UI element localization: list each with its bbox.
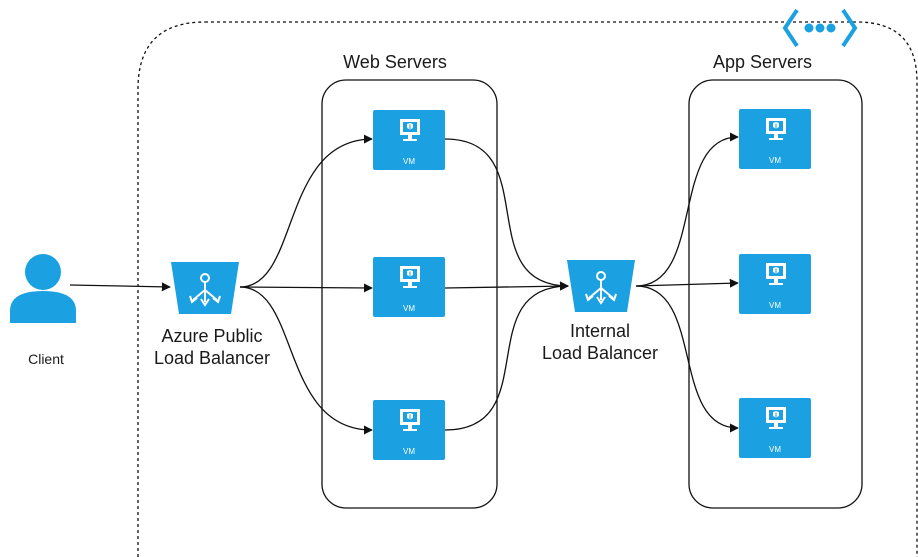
connector-web-vm-1-to-internal-lb (444, 138, 569, 291)
internal-lb-line-1: Internal (569, 321, 631, 341)
internal-load-balancer-label: Internal Load Balancer (535, 320, 665, 364)
connector-public-lb-to-web-vm-3 (239, 286, 373, 435)
connectors (69, 132, 739, 435)
internal-lb-line-2: Load Balancer (541, 343, 659, 363)
virtual-network-icon (782, 8, 858, 48)
connector-web-vm-2-to-internal-lb (444, 281, 569, 291)
virtual-network-boundary (137, 21, 918, 557)
connector-internal-lb-to-app-vm-1 (635, 132, 739, 287)
connector-web-vm-3-to-internal-lb (444, 281, 569, 431)
app-vm-1: VM (738, 108, 812, 170)
vm-label: VM (769, 301, 781, 310)
client-label: Client (28, 351, 64, 367)
web-servers-title: Web Servers (343, 52, 447, 72)
connector-internal-lb-to-app-vm-2 (635, 278, 739, 288)
app-servers-title: App Servers (712, 52, 813, 72)
web-vm-1: VM (372, 109, 446, 171)
web-servers-group (321, 79, 498, 509)
azure-public-lb-line-2: Load Balancer (153, 348, 271, 368)
web-vm-3: VM (372, 399, 446, 461)
vm-label: VM (769, 445, 781, 454)
web-vm-2: VM (372, 256, 446, 318)
connector-client-to-public-lb (69, 282, 171, 292)
azure-public-load-balancer-label: Azure Public Load Balancer (147, 325, 277, 369)
app-vm-3: VM (738, 397, 812, 459)
vm-label: VM (403, 447, 415, 456)
app-vm-2: VM (738, 253, 812, 315)
connector-public-lb-to-web-vm-1 (239, 134, 373, 288)
vm-label: VM (403, 157, 415, 166)
vm-label: VM (403, 304, 415, 313)
connector-public-lb-to-web-vm-2 (239, 283, 373, 293)
user-icon (10, 254, 76, 323)
connector-internal-lb-to-app-vm-3 (635, 285, 739, 433)
azure-public-lb-line-1: Azure Public (161, 326, 263, 346)
internal-load-balancer-icon (566, 259, 636, 313)
vm-label: VM (769, 156, 781, 165)
app-servers-group (688, 79, 863, 509)
azure-public-load-balancer-icon (170, 261, 240, 315)
